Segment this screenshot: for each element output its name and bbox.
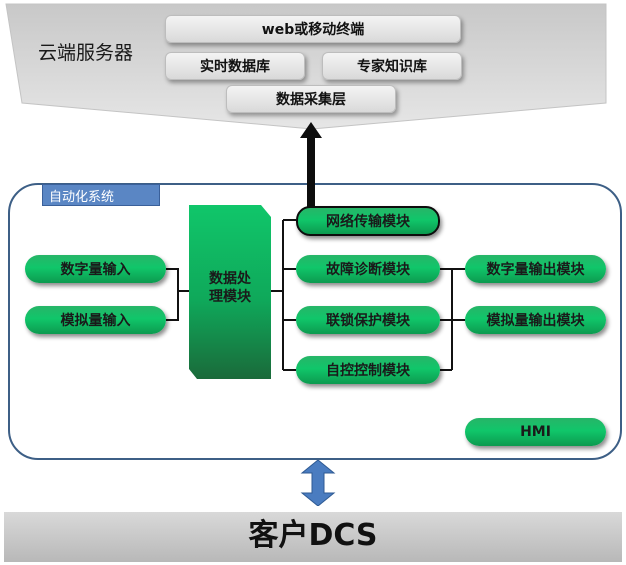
- cloud-server-title: 云端服务器: [38, 42, 134, 64]
- realtime-database-box: 实时数据库: [165, 52, 305, 80]
- hmi-node: HMI: [465, 418, 606, 446]
- client-dcs-label: 客户DCS: [248, 518, 378, 553]
- data-processing-block: [189, 205, 271, 379]
- network-transmission-module: 网络传输模块: [296, 206, 440, 236]
- digital-input-node: 数字量输入: [25, 255, 166, 283]
- fault-diagnosis-module: 故障诊断模块: [296, 255, 440, 283]
- analog-input-node: 模拟量输入: [25, 306, 166, 334]
- client-dcs-band: [4, 512, 622, 562]
- bidirectional-arrow-icon: [300, 460, 336, 506]
- data-processing-label: 数据处 理模块: [189, 270, 271, 306]
- analog-output-module: 模拟量输出模块: [465, 306, 606, 334]
- upload-arrow-icon: [300, 122, 322, 212]
- expert-knowledge-base-box: 专家知识库: [322, 52, 462, 80]
- interlock-protection-module: 联锁保护模块: [296, 306, 440, 334]
- automation-system-label: 自动化系统: [42, 184, 160, 206]
- data-processing-label-line1: 数据处: [209, 271, 251, 287]
- data-collection-layer-box: 数据采集层: [226, 85, 396, 113]
- digital-output-module: 数字量输出模块: [465, 255, 606, 283]
- data-processing-label-line2: 理模块: [209, 289, 251, 305]
- auto-control-module: 自控控制模块: [296, 356, 440, 384]
- web-mobile-terminal-box: web或移动终端: [165, 15, 461, 43]
